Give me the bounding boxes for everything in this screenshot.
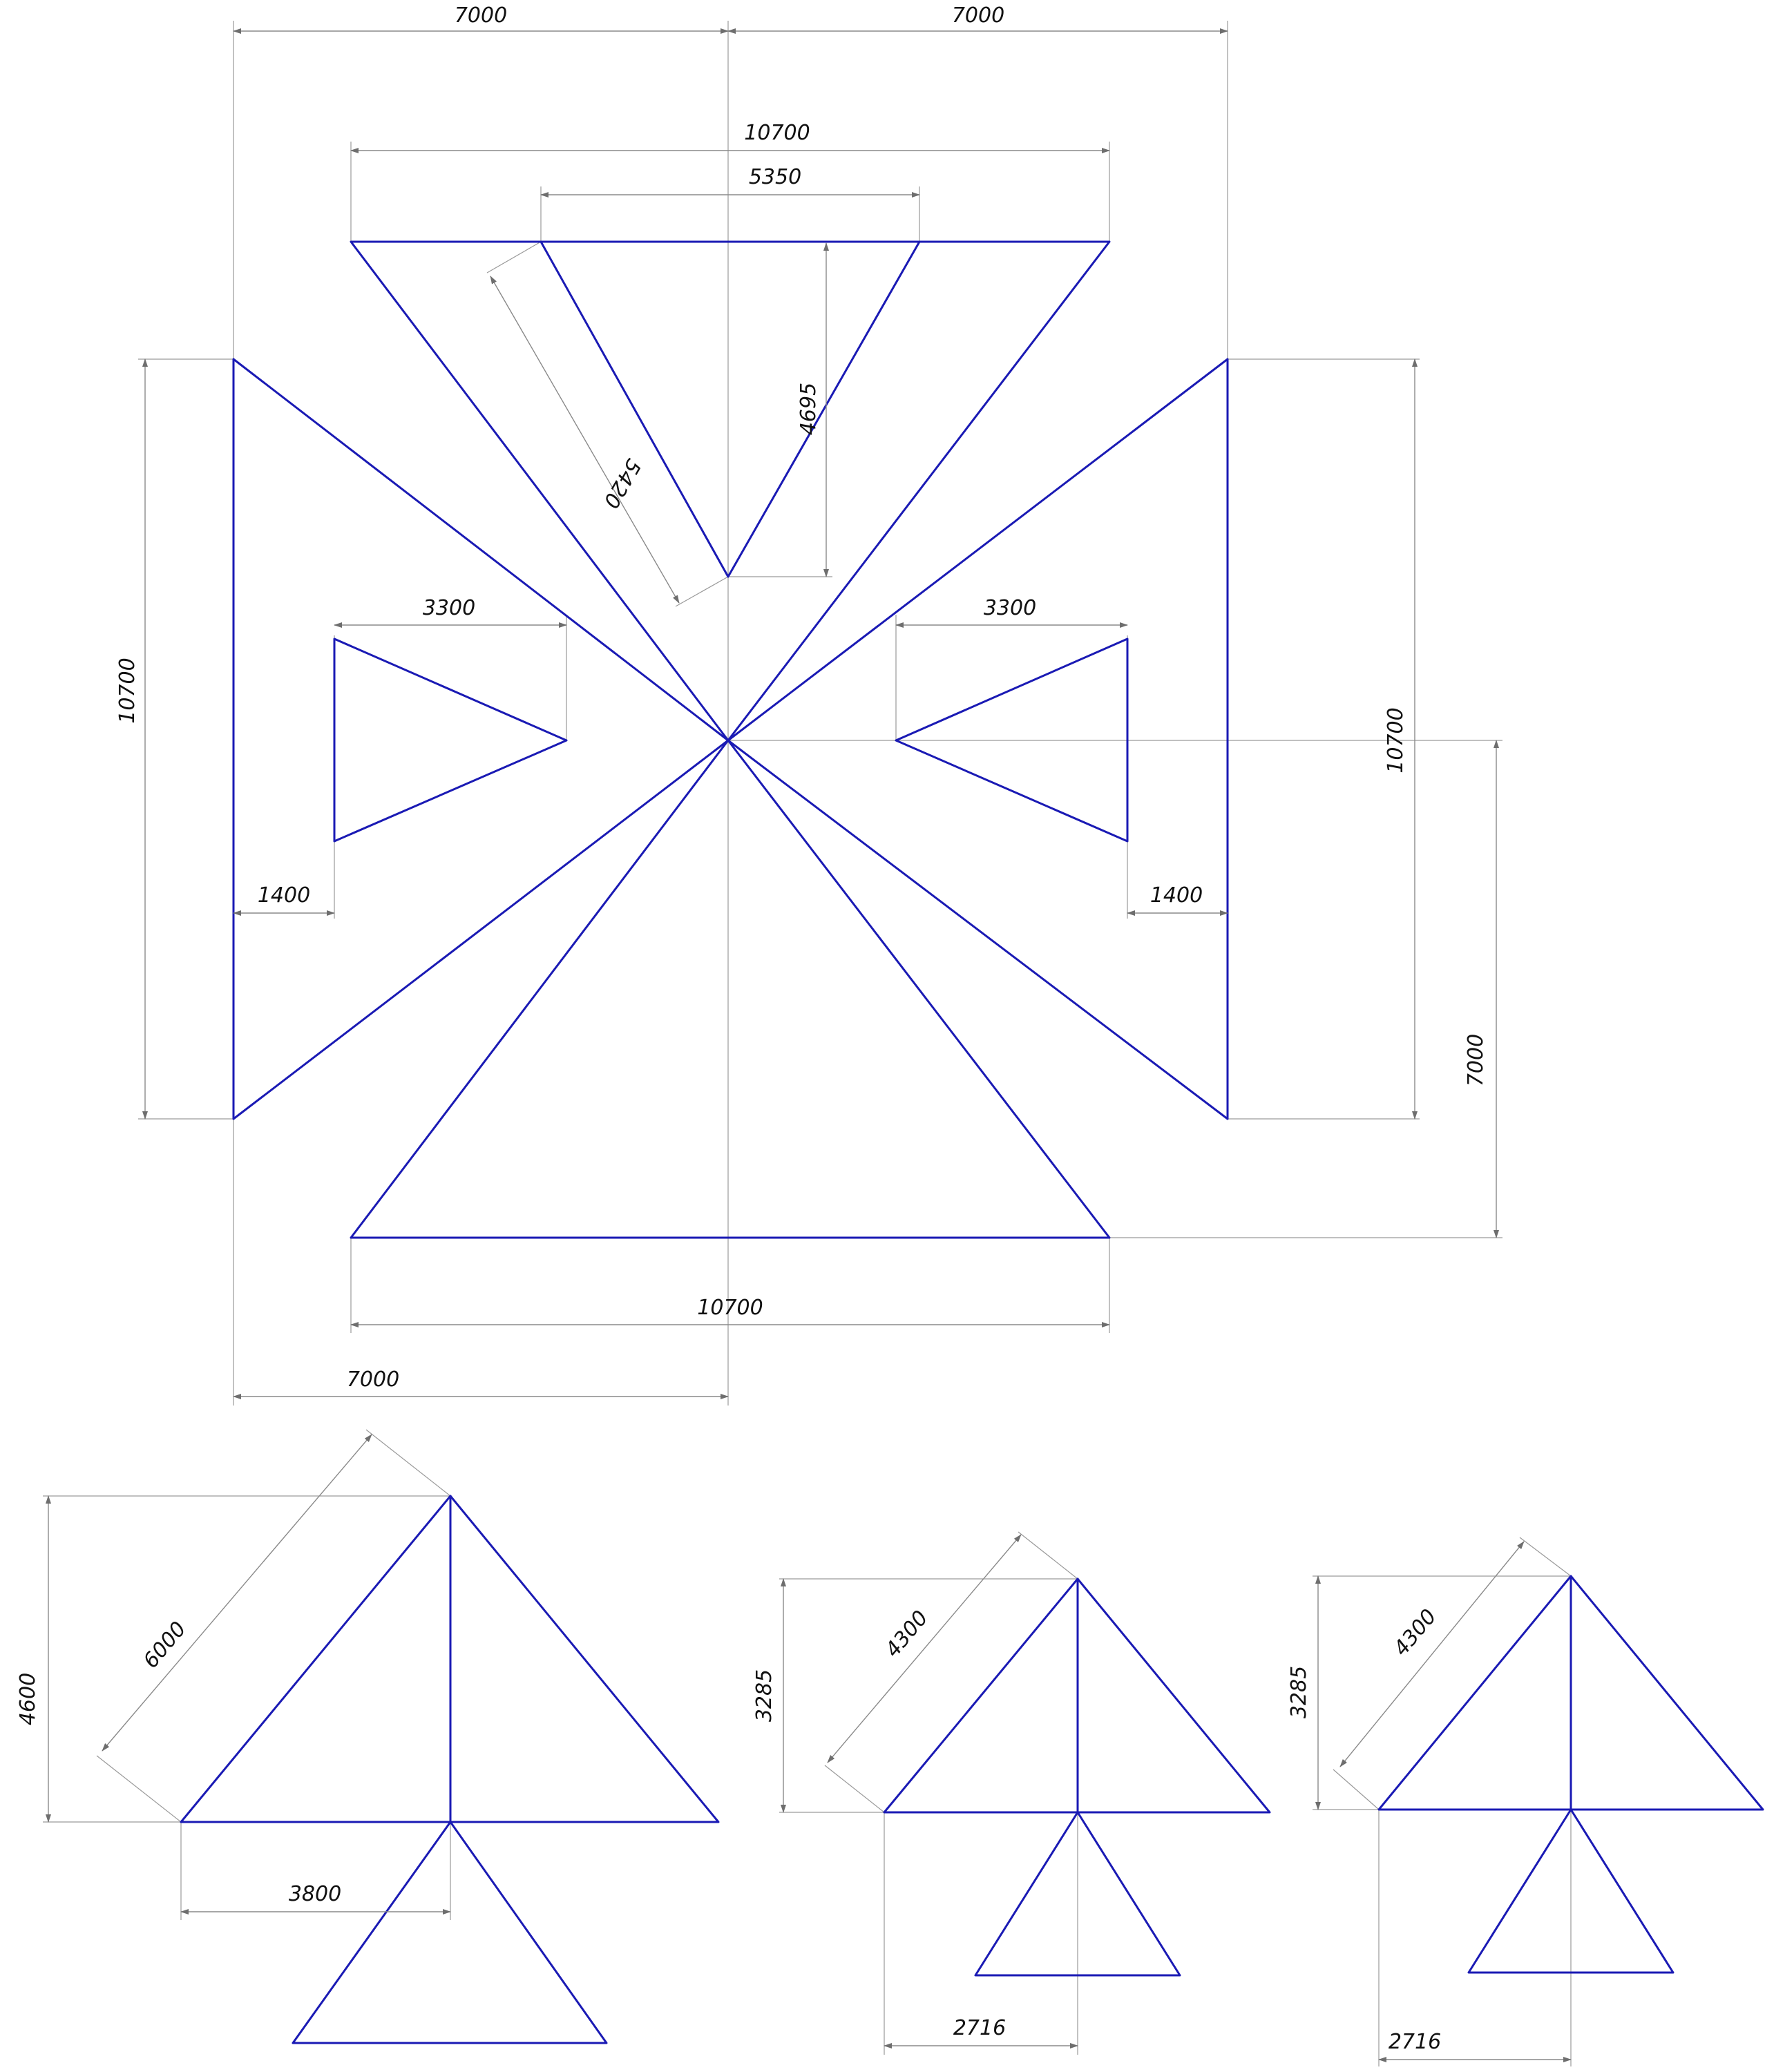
detail-3-half-base: 2716 [1389,2030,1441,2054]
dim-top-left-width: 7000 [455,3,507,28]
detail-2: 3285 4300 2716 [752,1531,1271,2055]
dim-right-height: 10700 [1384,707,1408,773]
right-small-triangle [895,637,1129,843]
detail-3-lower-triangle [1467,1808,1675,1974]
detail-1-half-base: 3800 [289,1882,341,1906]
detail-1: 4600 6000 3800 [16,1429,720,2044]
left-small-triangle [333,637,568,843]
detail-3-height: 3285 [1287,1666,1311,1718]
detail-2-height: 3285 [752,1669,776,1722]
dim-left-offset: 1400 [258,883,310,908]
plan-outline [232,240,1229,1239]
detail-1-height: 4600 [16,1673,40,1725]
dim-inner-triangle-base: 5350 [749,165,801,189]
detail-1-slant: 6000 [139,1617,191,1673]
detail-3: 3285 4300 2716 [1287,1537,1764,2066]
detail-2-half-base: 2716 [953,2016,1006,2040]
top-outer-triangle [350,240,1111,742]
dim-outer-triangle-base: 10700 [744,121,810,145]
dim-left-small-triangle-width: 3300 [423,596,475,620]
detail-2-lower-triangle [974,1811,1181,1977]
detail-1-lower-triangle [292,1821,608,2044]
dim-right-small-triangle-width: 3300 [984,596,1036,620]
left-triangle [232,358,729,1120]
dim-bottom-half-width: 7000 [347,1368,399,1392]
dim-bottom-base: 10700 [697,1296,763,1320]
dim-top-right-width: 7000 [952,3,1004,28]
dim-inner-triangle-slant: 5420 [598,454,645,512]
dim-inner-triangle-height: 4695 [796,383,821,435]
bottom-triangle [350,739,1111,1239]
dim-left-height: 10700 [115,658,140,723]
top-inner-triangle [540,240,921,578]
dim-right-offset: 1400 [1150,883,1203,908]
plan-view: 7000 7000 10700 5350 4695 5420 10700 107… [115,3,1502,1406]
detail-2-slant: 4300 [881,1606,933,1662]
dim-right-lower-height: 7000 [1464,1034,1488,1086]
right-triangle [727,358,1229,1120]
